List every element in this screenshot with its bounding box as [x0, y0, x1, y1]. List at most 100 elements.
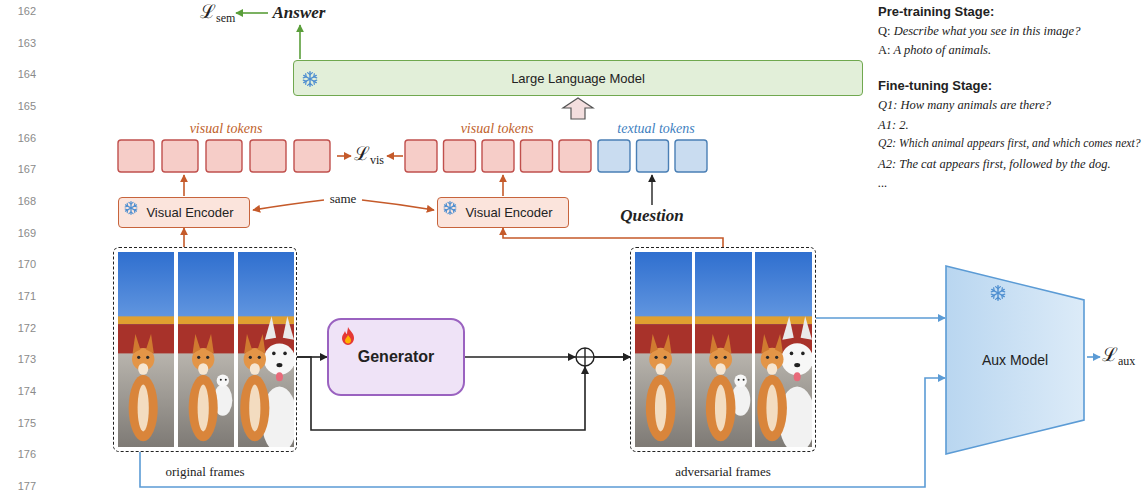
encoder-box: Visual Encoder	[118, 197, 250, 228]
group-caption: adversarial frames	[631, 464, 815, 480]
text-part: ℒ	[1102, 344, 1118, 365]
frame-panel	[238, 252, 294, 447]
frame-group: adversarial frames	[630, 247, 816, 452]
qa-text: A: A photo of animals.	[878, 43, 991, 58]
frame-panel	[118, 252, 174, 447]
arrow	[337, 155, 351, 157]
arrow	[387, 155, 403, 157]
frame-panel	[695, 252, 752, 447]
loss-term: ℒsem	[200, 1, 235, 25]
qa-text: Q: Describe what you see in this image?	[878, 24, 1080, 39]
text-part: aux	[1118, 354, 1135, 368]
answer-label: Answer	[273, 3, 326, 23]
text-part: ℒ	[354, 143, 370, 164]
group-caption: original frames	[114, 464, 296, 480]
frozen-icon	[443, 201, 457, 215]
arrow	[299, 25, 301, 59]
token-label: visual tokens	[190, 121, 263, 137]
visual-token	[162, 140, 198, 172]
qa-text: Q1: How many animals are there?	[878, 98, 1051, 113]
sum-circle	[576, 348, 594, 366]
arrow	[253, 200, 324, 210]
line-number: 169	[18, 227, 36, 239]
aux-model-trapezoid: Aux Model	[945, 265, 1085, 455]
line-number: 174	[18, 385, 36, 397]
line-number: 166	[18, 132, 36, 144]
block-arrow	[563, 98, 593, 119]
visual-token	[521, 140, 553, 172]
node-label: Visual Encoder	[465, 205, 552, 220]
arrowhead	[568, 353, 576, 361]
trainable-icon	[338, 326, 358, 346]
qa-text: ...	[878, 176, 887, 191]
text-part: ℒ	[200, 1, 216, 22]
qa-text: A2: The cat appears first, followed by t…	[878, 157, 1111, 172]
arrow	[1087, 356, 1100, 358]
visual-token	[482, 140, 514, 172]
visual-token	[250, 140, 286, 172]
frame-panel	[755, 252, 812, 447]
frame-panel	[635, 252, 692, 447]
visual-token	[118, 140, 154, 172]
connector	[816, 317, 945, 319]
frozen-icon	[302, 71, 318, 87]
token-label: textual tokens	[617, 121, 694, 137]
line-number: 172	[18, 322, 36, 334]
line-number: 168	[18, 195, 36, 207]
visual-token	[444, 140, 476, 172]
line-number: 165	[18, 100, 36, 112]
connector	[140, 378, 945, 487]
video-frames	[118, 252, 815, 453]
loss-term: ℒaux	[1102, 344, 1135, 368]
qa-text: Q2: Which animal appears first, and whic…	[878, 137, 1141, 150]
text-part: Q:	[878, 24, 891, 38]
stage-heading: Pre-training Stage:	[878, 4, 994, 19]
frozen-icon	[990, 285, 1006, 301]
visual-token	[294, 140, 330, 172]
node-label: Large Language Model	[511, 71, 645, 86]
line-number: 163	[18, 37, 36, 49]
visual-token	[405, 140, 437, 172]
line-number: 170	[18, 258, 36, 270]
arrow	[502, 175, 504, 196]
text-part: Describe what you see in this image?	[891, 24, 1081, 38]
stage-heading: Fine-tuning Stage:	[878, 78, 992, 93]
note: same	[330, 191, 357, 207]
line-number: 175	[18, 417, 36, 429]
token-label: visual tokens	[461, 121, 534, 137]
line-number: 171	[18, 290, 36, 302]
visual-token	[206, 140, 242, 172]
arrow	[236, 12, 268, 14]
frozen-icon	[124, 201, 138, 215]
arrow	[362, 200, 434, 210]
frame-panel	[178, 252, 234, 447]
arrow	[183, 175, 185, 196]
line-number: 164	[18, 68, 36, 80]
text-part: vis	[370, 153, 384, 167]
line-number: 173	[18, 353, 36, 365]
textual-token	[637, 140, 669, 172]
sum-cross	[584, 348, 585, 366]
connector	[183, 228, 185, 247]
textual-token	[598, 140, 630, 172]
qa-text: A1: 2.	[878, 118, 909, 133]
text-part: A:	[878, 43, 891, 57]
question-label: Question	[620, 206, 683, 226]
node-label: Generator	[358, 348, 434, 366]
token-row	[118, 140, 707, 172]
text-part: A photo of animals.	[891, 43, 992, 57]
arrow	[651, 175, 652, 205]
line-number: 176	[18, 448, 36, 460]
generator-box: Generator	[327, 318, 465, 396]
connector	[503, 228, 723, 247]
textual-token	[675, 140, 707, 172]
model-box: Large Language Model	[293, 60, 863, 96]
line-number: 162	[18, 5, 36, 17]
frame-group: original frames	[113, 247, 297, 452]
line-number: 177	[18, 480, 36, 492]
arrowhead	[581, 366, 589, 374]
visual-token	[559, 140, 591, 172]
line-number: 167	[18, 163, 36, 175]
text-part: sem	[216, 11, 235, 25]
